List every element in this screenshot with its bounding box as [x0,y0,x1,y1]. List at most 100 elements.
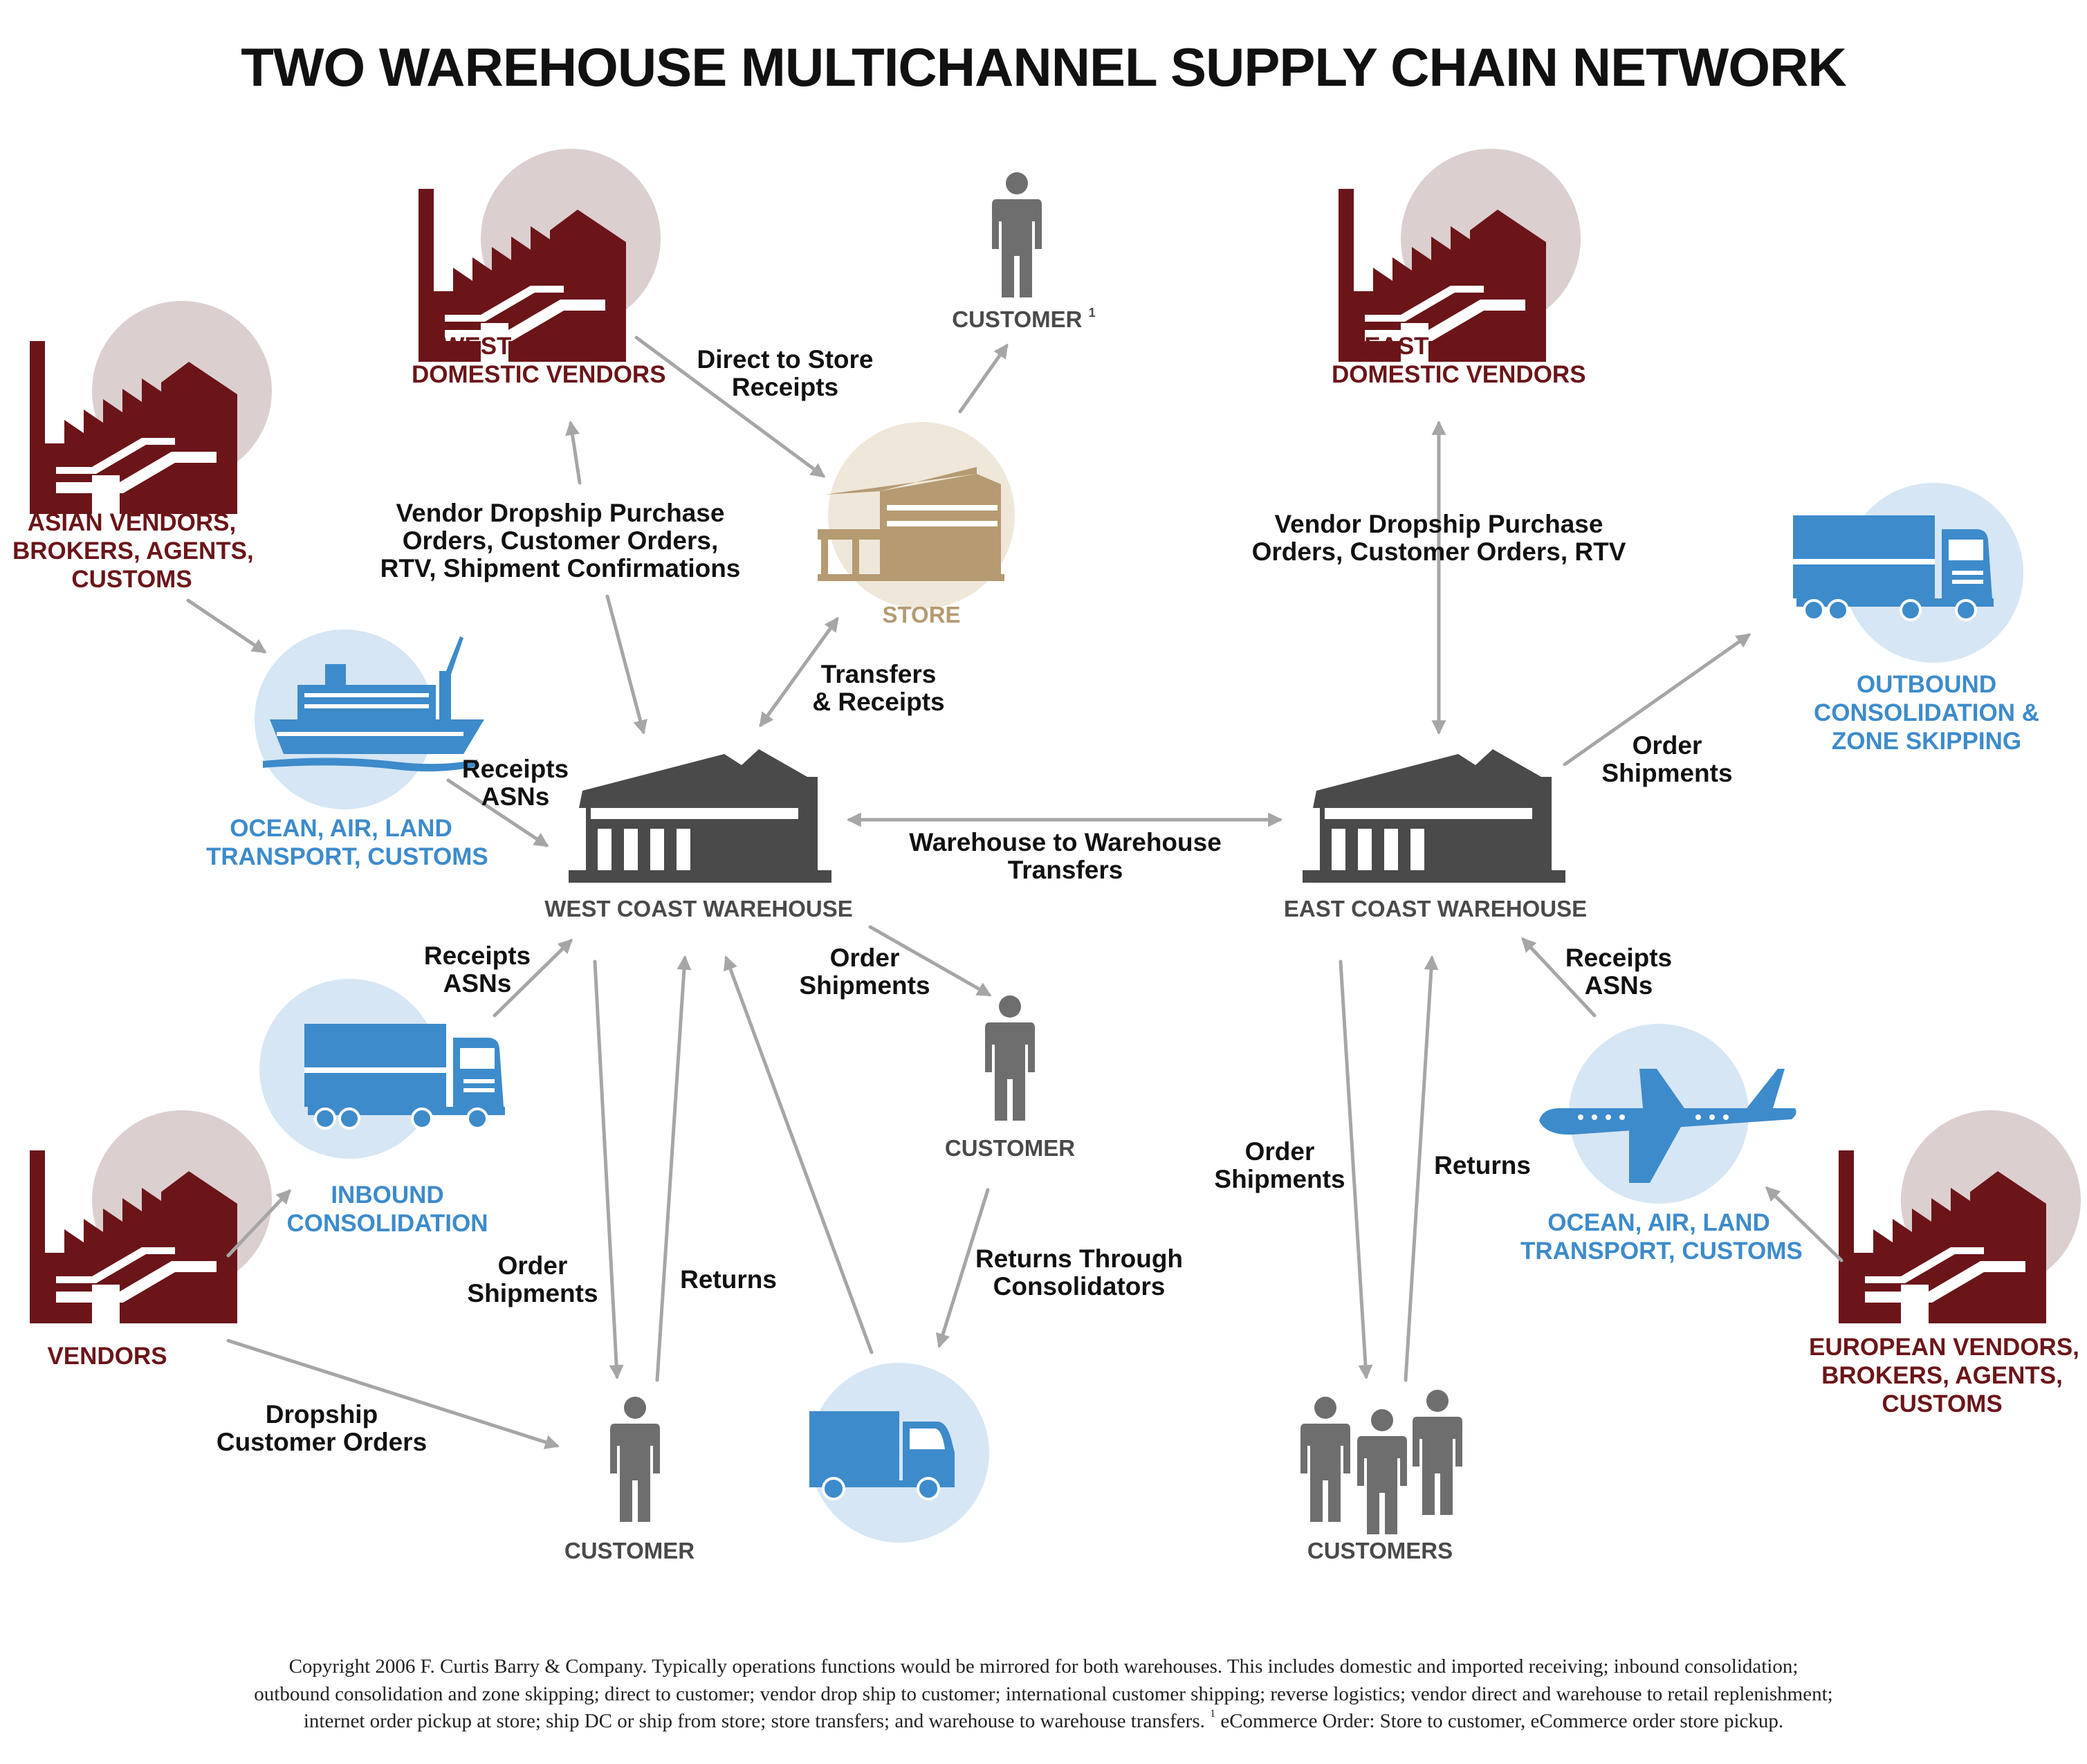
customer-mid-label: CUSTOMER [944,1135,1076,1161]
outbound-truck-icon [1792,514,1995,621]
arrow-west-vendors-to-store [634,336,826,478]
receipts-asns-inbound-line2: ASNs [443,968,512,998]
arrow-european-to-plane [1765,1186,1844,1262]
outbound-line1: OUTBOUND [1856,671,1997,698]
inbound-truck-icon [303,1022,506,1130]
west-vendors-line1: WEST COAST [441,333,603,360]
arrow-west-vendors-to-warehouse [605,594,647,735]
customer-store-label: CUSTOMER 1 [941,306,1107,331]
footer-line3: internet order pickup at store; ship DC … [42,1708,2045,1736]
arrow-asian-to-ocean [186,598,267,654]
inbound-line1: INBOUND [331,1182,444,1209]
receipts-asns-ocean-line2: ASNs [481,782,550,811]
west-warehouse-icon [569,749,831,883]
edge-order-shipments-customer: Order Shipments [789,944,941,1000]
direct-to-store-line1: Direct to Store [697,345,874,374]
east-vendors-label: EAST COAST DOMESTIC VENDORS [1332,334,1586,387]
arrow-vendors-to-inbound [226,1188,291,1258]
footer-note-mark: 1 [1210,1708,1216,1720]
asian-vendors-line3: CUSTOMS [71,566,192,593]
arrow-vendors-dropship [226,1339,560,1449]
edge-receipts-asns-ocean: Receipts ASNs [439,755,591,811]
edge-dropship-customer-orders: Dropship Customer Orders [208,1401,436,1456]
footer-line3-text: internet order pickup at store; ship DC … [303,1710,1205,1733]
direct-to-store-line2: Receipts [731,372,839,401]
european-vendors-factory-icon [1839,1110,2081,1323]
arrow-west-order-shipments-down [593,959,624,1380]
inbound-label: INBOUND CONSOLIDATION [277,1183,498,1235]
vendor-dropship-west-line3: RTV, Shipment Confirmations [380,553,741,582]
receipts-asns-ocean-line1: Receipts [461,755,569,783]
arrow-store-to-customer [958,343,1009,414]
transfers-receipts-line1: Transfers [820,660,937,688]
ocean-west-label: OCEAN, AIR, LAND TRANSPORT, CUSTOMS [206,815,488,870]
customer-bottom-person-icon [610,1397,660,1522]
vendors-label: VENDORS [47,1343,167,1370]
order-shipments-customer-line1: Order [829,944,900,972]
edge-vendor-dropship-east: Vendor Dropship Purchase Orders, Custome… [1245,511,1633,566]
edge-warehouse-to-warehouse: Warehouse to Warehouse Transfers [879,829,1252,884]
customers-person-icon-2 [1357,1409,1407,1534]
arrow-ocean-to-west-warehouse [446,778,549,847]
west-vendors-label: WEST COAST DOMESTIC VENDORS [412,333,666,388]
arrow-east-to-outbound [1563,633,1752,766]
edge-direct-to-store: Direct to Store Receipts [685,346,885,401]
vendor-dropship-east-line1: Vendor Dropship Purchase [1274,510,1603,538]
east-vendors-factory-icon [1339,149,1581,362]
store-label: STORE [882,602,961,627]
order-shipments-customer-line2: Shipments [799,971,930,1000]
outbound-line3: ZONE SKIPPING [1831,728,2022,755]
edge-order-shipments-outbound: Order Shipments [1591,732,1743,787]
arrow-customer-returns-consolidators [935,1188,990,1349]
arrow-inbound-to-west-warehouse [493,939,573,1018]
arrow-east-order-shipments-down [1339,959,1373,1380]
vendors-factory-icon [30,1110,272,1323]
outbound-line2: CONSOLIDATION & [1813,699,2039,726]
european-vendors-line2: BROKERS, AGENTS, [1821,1362,2063,1389]
transfers-receipts-line2: & Receipts [812,687,945,716]
arrow-order-shipments-to-customer [868,925,992,997]
asian-vendors-line1: ASIAN VENDORS, [27,509,237,536]
vendor-dropship-west-line2: Orders, Customer Orders, [402,526,719,555]
edge-returns-east: Returns [1434,1151,1531,1179]
wh-to-wh-line1: Warehouse to Warehouse [909,828,1222,856]
edge-vendor-dropship-west: Vendor Dropship Purchase Orders, Custome… [374,499,747,582]
page-title: TWO WAREHOUSE MULTICHANNEL SUPPLY CHAIN … [241,37,1847,98]
customer-mid-person-icon [985,995,1035,1121]
outbound-label: OUTBOUND CONSOLIDATION & ZONE SKIPPING [1812,672,2041,753]
arrow-east-returns-up [1404,955,1439,1382]
order-shipments-east-line1: Order [1244,1137,1315,1166]
edge-order-shipments-bottom: Order Shipments [457,1252,609,1307]
dropship-customer-orders-line1: Dropship [265,1400,378,1428]
ocean-west-line1: OCEAN, AIR, LAND [230,815,452,842]
returns-consolidators-line1: Returns Through [975,1244,1184,1273]
footer-copyright: Copyright 2006 F. Curtis Barry & Company… [42,1653,2045,1736]
west-vendors-factory-icon [419,149,661,362]
order-shipments-outbound-line2: Shipments [1601,758,1733,787]
arrow-van-returns-up [723,955,874,1354]
van-icon [808,1410,956,1500]
ocean-east-line1: OCEAN, AIR, LAND [1547,1209,1770,1236]
returns-consolidators-line2: Consolidators [993,1271,1166,1301]
customer-store-note: 1 [1088,306,1096,320]
asian-vendors-line2: BROKERS, AGENTS, [12,538,254,564]
european-vendors-line1: EUROPEAN VENDORS, [1809,1334,2079,1361]
footer-line3b-text: eCommerce Order: Store to customer, eCom… [1220,1710,1784,1733]
east-warehouse-label: EAST COAST WAREHOUSE [1283,896,1588,921]
order-shipments-outbound-line1: Order [1632,731,1702,760]
edge-transfers-receipts: Transfers & Receipts [796,661,962,716]
vendor-dropship-east-line2: Orders, Customer Orders, RTV [1251,537,1626,566]
asian-vendors-factory-icon [30,301,272,514]
customers-label: CUSTOMERS [1307,1538,1453,1563]
order-shipments-bottom-line1: Order [497,1251,568,1280]
vendor-dropship-west-line1: Vendor Dropship Purchase [396,499,725,527]
footer-line2: outbound consolidation and zone skipping… [254,1682,1833,1705]
dropship-customer-orders-line2: Customer Orders [216,1427,427,1456]
edge-receipts-asns-inbound: Receipts ASNs [394,942,560,998]
arrow-to-west-vendors [565,420,582,485]
european-vendors-line3: CUSTOMS [1882,1390,2003,1417]
asian-vendors-label: ASIAN VENDORS, BROKERS, AGENTS, CUSTOMS [12,509,254,593]
ocean-west-line2: TRANSPORT, CUSTOMS [206,843,488,870]
west-vendors-line2: DOMESTIC VENDORS [412,361,666,388]
